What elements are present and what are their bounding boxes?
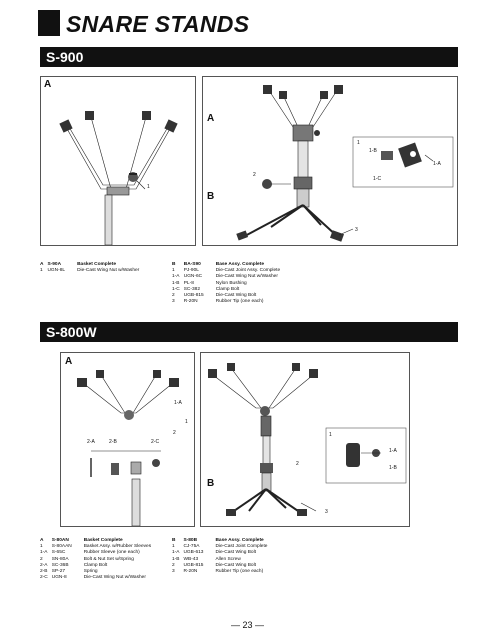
s800w-basket-drawing [77, 370, 179, 526]
s900-callout-b1: 1 [357, 140, 360, 146]
table-row: B BA-S90 Base Assy. Complete [172, 262, 264, 267]
s800w-callout-b1b: 1-B [389, 465, 397, 471]
s900-stand-drawing [236, 85, 454, 242]
s800w-panel-b-letter: B [207, 478, 215, 489]
section-header-s900: S-900 [40, 47, 458, 67]
s900-callout-b2: 2 [253, 172, 256, 178]
section-header-s800w: S-800W [40, 322, 458, 342]
s900-basket-drawing [59, 111, 178, 245]
s800w-stand-drawing [208, 363, 407, 516]
s800w-callout-a2b: 2-B [109, 439, 117, 445]
s900-parts-table-a: A S-90A Basket Complete 1 UGN-8L Die-Cas… [40, 262, 143, 274]
s800w-panel-a-letter: A [65, 356, 73, 367]
s800w-callout-b1: 1 [329, 432, 332, 438]
s800w-callout-b1a: 1-A [389, 448, 397, 454]
s900-panel-a: A 1 [40, 76, 196, 246]
s900-callout-a1: 1 [147, 184, 150, 190]
s800w-callout-b2: 2 [296, 461, 299, 467]
s800w-callout-a1: 1 [185, 419, 188, 425]
s900-panel-b-letter-b: B [207, 191, 215, 202]
s800w-callout-b3: 3 [325, 509, 328, 515]
table-row: A S-90A Basket Complete [40, 262, 116, 267]
s900-callout-b3: 3 [355, 227, 358, 233]
s900-callout-b1b: 1-B [369, 148, 377, 154]
s900-callout-b1c: 1-C [373, 176, 382, 182]
s800w-callout-a2c: 2-C [151, 439, 160, 445]
title-block-mark [38, 10, 60, 36]
s900-callout-b1a: 1-A [433, 161, 441, 167]
page-title: SNARE STANDS [66, 11, 250, 37]
table-row: 1 UGN-8L Die-Cast Wing Nut w/Washer [40, 268, 140, 274]
s800w-panel-b: B 1 1-A 1-B 2 3 [200, 352, 410, 527]
s900-panel-b: A B 2 3 1 1-B 1-A 1-C [202, 76, 458, 246]
s900-panel-b-letter-a: A [207, 113, 215, 124]
page-number: — 23 — [230, 620, 264, 630]
s800w-callout-a1a: 1-A [174, 400, 182, 406]
s900-panel-a-letter: A [44, 79, 52, 90]
s800w-panel-a: A 1-A 1 2 2-A 2-B 2-C [60, 352, 195, 527]
s800w-callout-a2a: 2-A [87, 439, 95, 445]
s800w-callout-a2: 2 [173, 430, 176, 436]
